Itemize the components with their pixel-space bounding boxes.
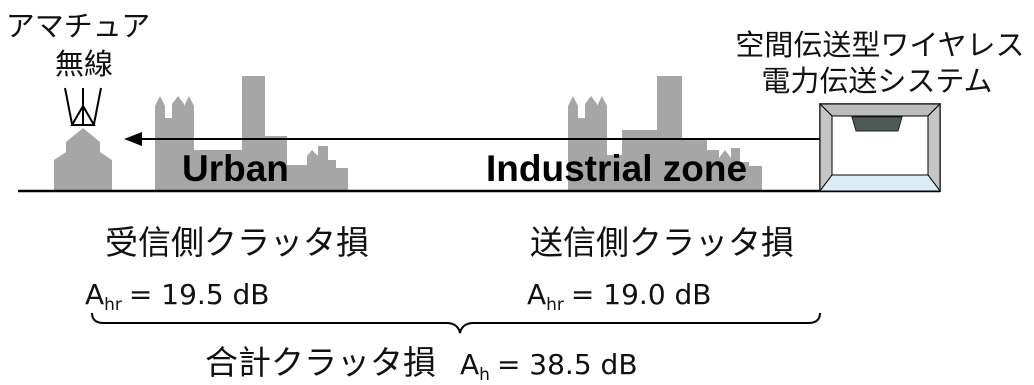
- total-clutter-loss-value: Ah= 38.5 dB: [460, 348, 638, 385]
- wpt-system-label-line1: 空間伝送型ワイヤレス: [735, 28, 1024, 62]
- industrial-buildings: [568, 76, 762, 190]
- propagation-arrow: [124, 132, 820, 146]
- wpt-panel-icon: [851, 116, 903, 132]
- industrial-zone-label: Industrial zone: [486, 148, 747, 189]
- urban-buildings: [155, 76, 348, 190]
- receiver-clutter-loss-title: 受信側クラッタ損: [105, 223, 369, 262]
- urban-zone-label: Urban: [182, 148, 289, 189]
- wpt-room-icon: [818, 102, 942, 193]
- amateur-radio-label-line1: アマチュア: [6, 9, 150, 43]
- wpt-system-label-line2: 電力伝送システム: [761, 64, 992, 98]
- total-clutter-loss-title: 合計クラッタ損: [205, 343, 436, 382]
- transmitter-clutter-loss-value: Ahr= 19.0 dB: [527, 278, 712, 315]
- transmitter-clutter-loss-title: 送信側クラッタ損: [530, 223, 794, 262]
- antenna-tower-icon: [54, 87, 112, 190]
- amateur-radio-label-line2: 無線: [55, 47, 113, 81]
- receiver-clutter-loss-value: Ahr= 19.5 dB: [85, 278, 270, 315]
- total-brace: [91, 312, 821, 334]
